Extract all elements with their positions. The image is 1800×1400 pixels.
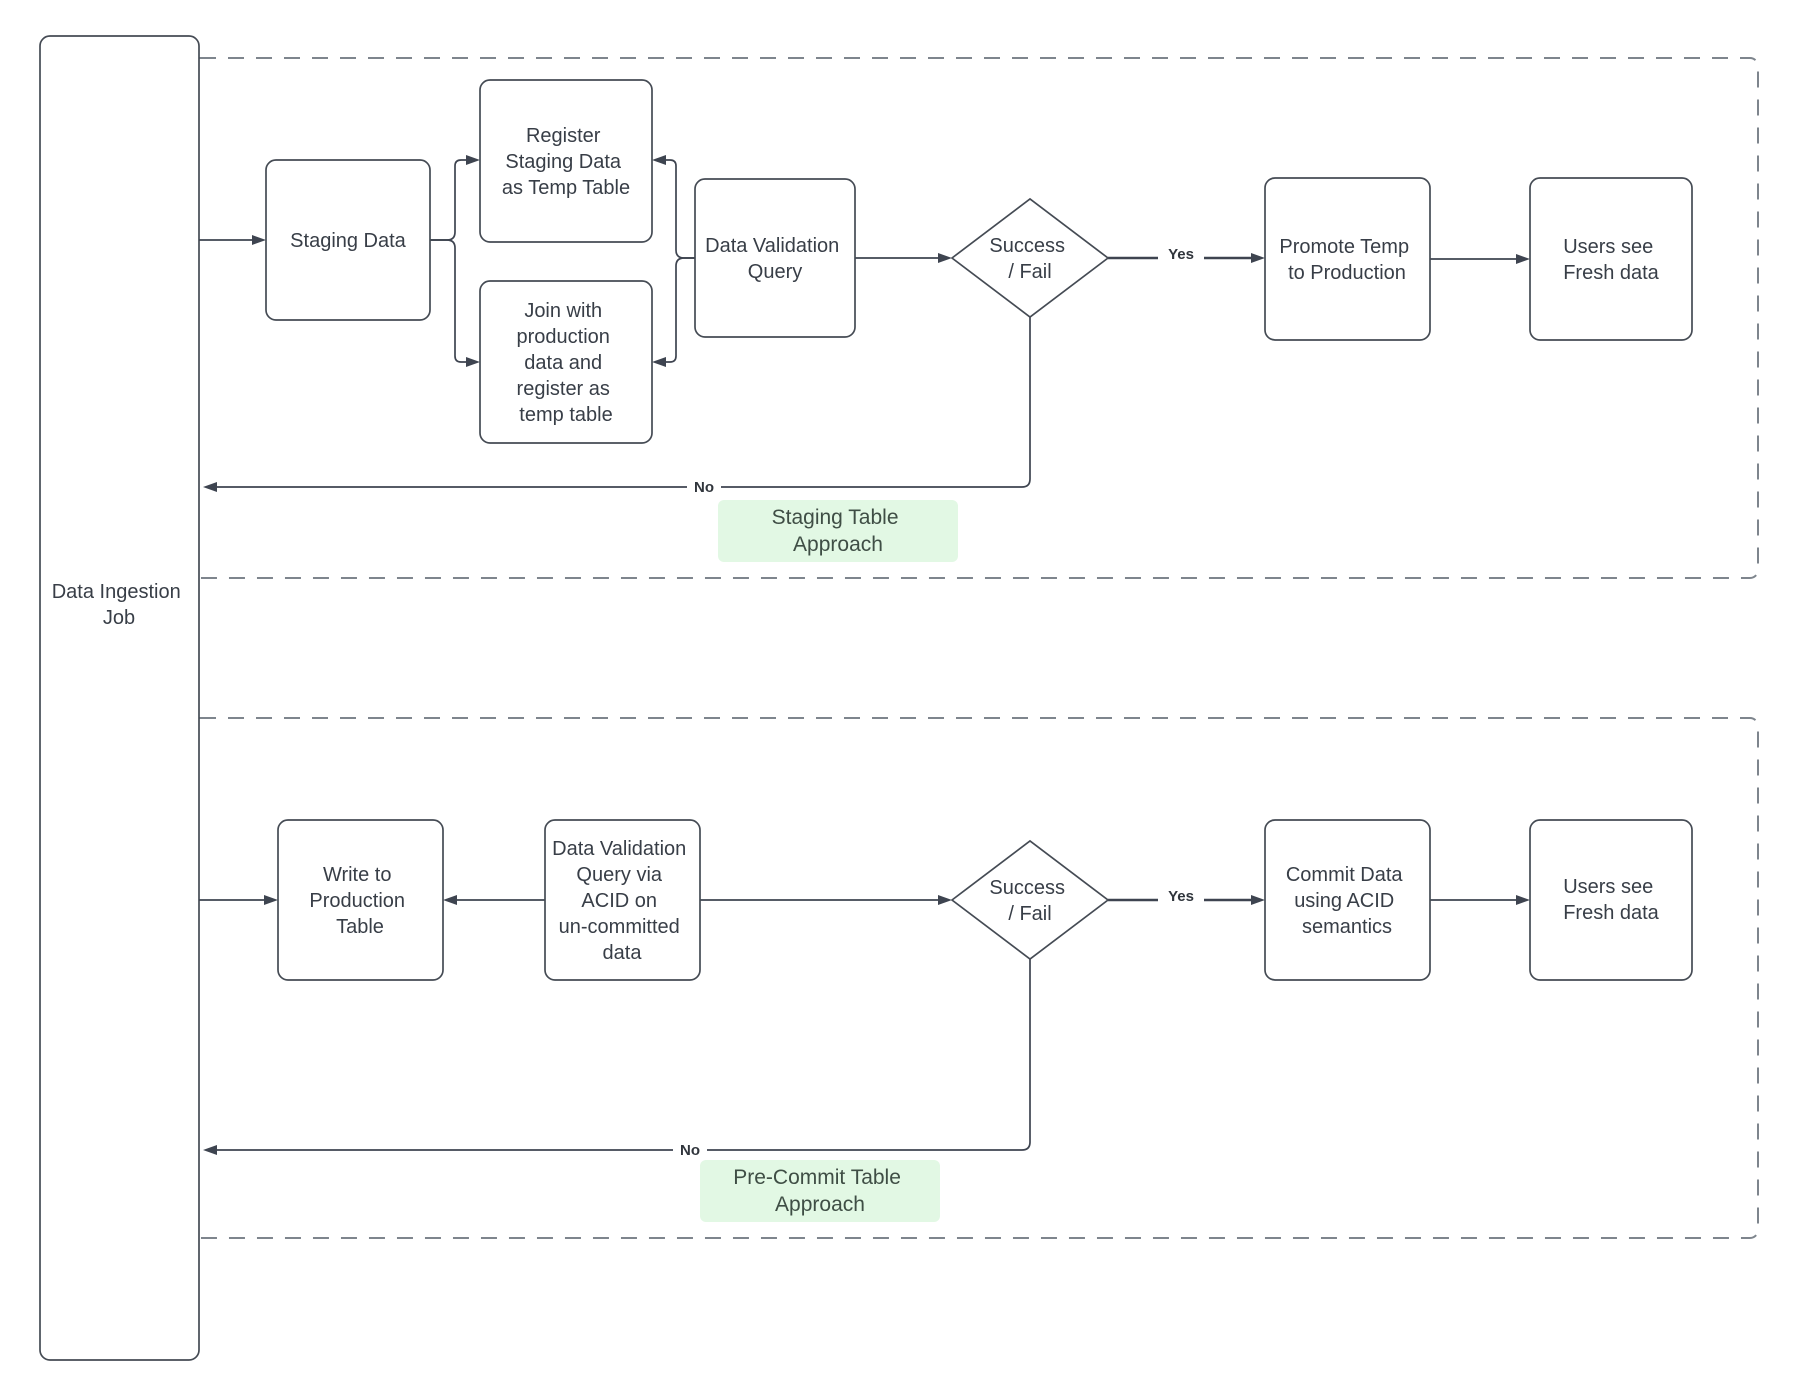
edge-label-no-1: No bbox=[687, 477, 721, 497]
svg-text:Success / Fail: Success / Fail bbox=[989, 877, 1070, 925]
edge-validation-to-join bbox=[652, 257, 695, 367]
edge-staging-to-join bbox=[430, 239, 480, 367]
node-users-see-fresh-data-1: Users see Fresh data bbox=[1529, 177, 1693, 341]
node-label-line: Promote Temp bbox=[1279, 236, 1409, 258]
svg-text:Data Validation Query vi: Data Validation Query via ACID on un-com… bbox=[552, 838, 692, 964]
svg-text:Yes: Yes bbox=[1168, 888, 1194, 905]
svg-text:Users see Fresh data: Users see Fresh data bbox=[1563, 236, 1659, 284]
node-label-line: Table bbox=[336, 916, 384, 938]
svg-text:Success / Fail: Success / Fail bbox=[989, 235, 1070, 283]
svg-text:Commit Data using ACID: Commit Data using ACID semantics bbox=[1286, 864, 1408, 938]
edge-staging-to-register bbox=[430, 155, 480, 241]
node-decision-success-fail-1: Success / Fail bbox=[950, 197, 1110, 319]
node-label-line: Query via bbox=[576, 864, 662, 886]
node-register-staging-temp-table: Register Staging Data as Temp Table bbox=[479, 79, 653, 243]
node-promote-temp-to-production: Promote Temp to Production bbox=[1264, 177, 1431, 341]
node-commit-data-acid-semantics: Commit Data using ACID semantics bbox=[1264, 819, 1431, 981]
node-label-line: Query bbox=[748, 261, 802, 283]
svg-text:Data Ingestion Job: Data Ingestion Job bbox=[52, 581, 187, 629]
node-label-line: / Fail bbox=[1008, 261, 1051, 283]
edge-label-no-2: No bbox=[673, 1140, 707, 1160]
node-label-line: ACID on bbox=[581, 890, 657, 912]
node-label-line: as Temp Table bbox=[502, 177, 630, 199]
badge-label-line: Approach bbox=[775, 1193, 865, 1216]
edge-decision1-no bbox=[203, 317, 1031, 492]
node-label-line: Users see bbox=[1563, 876, 1653, 898]
node-label-line: production bbox=[517, 326, 610, 348]
badge-label-line: Pre-Commit Table bbox=[733, 1166, 901, 1189]
node-label-line: Commit Data bbox=[1286, 864, 1404, 886]
node-label-line: Register bbox=[526, 125, 601, 147]
node-label-line: Join with bbox=[524, 300, 602, 322]
svg-text:Register Staging Data: Register Staging Data as Temp Table bbox=[502, 125, 630, 199]
node-label-line: un-committed bbox=[559, 916, 680, 938]
node-label-line: Fresh data bbox=[1563, 902, 1659, 924]
svg-text:Staging Data: Staging Data bbox=[290, 230, 407, 252]
node-label-line: register as bbox=[517, 378, 610, 400]
svg-text:Write to Production: Write to Production Table bbox=[309, 864, 410, 938]
svg-text:Staging Table Approach: Staging Table Approach bbox=[772, 506, 905, 556]
badge-label-line: Approach bbox=[793, 533, 883, 556]
node-data-validation-query: Data Validation Query bbox=[694, 178, 856, 338]
svg-text:Yes: Yes bbox=[1168, 246, 1194, 263]
node-label-line: Success bbox=[989, 877, 1065, 899]
node-label-line: data and bbox=[524, 352, 602, 374]
node-label-line: Data Validation bbox=[705, 235, 839, 257]
node-label-line: Users see bbox=[1563, 236, 1653, 258]
svg-text:No: No bbox=[680, 1142, 700, 1159]
svg-text:Join with production: Join with production data and register a… bbox=[517, 300, 616, 426]
node-write-to-production-table: Write to Production Table bbox=[277, 819, 444, 981]
node-label-line: Fresh data bbox=[1563, 262, 1659, 284]
node-join-production-temp-table: Join with production data and register a… bbox=[479, 280, 653, 444]
node-label-line: to Production bbox=[1288, 262, 1406, 284]
node-label-line: / Fail bbox=[1008, 903, 1051, 925]
node-label-line: Staging Data bbox=[505, 151, 622, 173]
node-label-line: Data Validation bbox=[552, 838, 686, 860]
svg-text:Promote Temp to Producti: Promote Temp to Production bbox=[1279, 236, 1414, 284]
node-label-line: Write to bbox=[323, 864, 392, 886]
svg-text:Users see Fresh data: Users see Fresh data bbox=[1563, 876, 1659, 924]
badge-staging-table-approach: Staging Table Approach bbox=[718, 500, 958, 562]
badge-pre-commit-table-approach: Pre-Commit Table Approach bbox=[700, 1160, 940, 1222]
node-label-line: temp table bbox=[519, 404, 612, 426]
edge-validation-to-register bbox=[652, 155, 695, 259]
node-label-line: using ACID bbox=[1294, 890, 1394, 912]
node-label-line: Data Ingestion bbox=[52, 581, 181, 603]
node-decision-success-fail-2: Success / Fail bbox=[950, 839, 1110, 961]
node-label-line: data bbox=[603, 942, 643, 964]
svg-text:Data Validation Query: Data Validation Query bbox=[705, 235, 845, 283]
node-label-line: Staging Data bbox=[290, 230, 407, 252]
node-data-ingestion-job: Data Ingestion Job bbox=[39, 35, 200, 1361]
node-data-validation-query-acid: Data Validation Query via ACID on un-com… bbox=[544, 819, 701, 981]
node-label-line: semantics bbox=[1302, 916, 1392, 938]
node-staging-data: Staging Data bbox=[265, 159, 431, 321]
edge-decision2-no bbox=[203, 959, 1031, 1155]
node-label-line: Job bbox=[103, 607, 135, 629]
svg-text:No: No bbox=[694, 479, 714, 496]
svg-text:Pre-Commit Table Approac: Pre-Commit Table Approach bbox=[733, 1166, 907, 1216]
badge-label-line: Staging Table bbox=[772, 506, 899, 529]
edge-label-yes-1: Yes bbox=[1158, 244, 1204, 264]
node-label-line: Production bbox=[309, 890, 405, 912]
node-label-line: Success bbox=[989, 235, 1065, 257]
node-users-see-fresh-data-2: Users see Fresh data bbox=[1529, 819, 1693, 981]
edge-label-yes-2: Yes bbox=[1158, 886, 1204, 906]
